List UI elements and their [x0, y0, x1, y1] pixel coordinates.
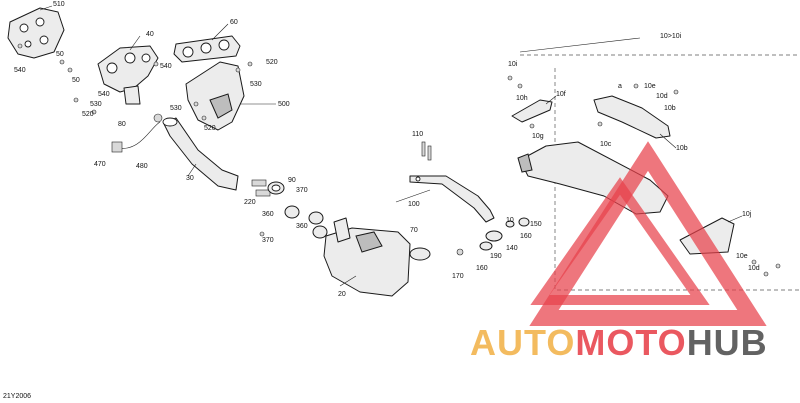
callout-10d: 10d — [656, 93, 668, 100]
bracket-100 — [409, 175, 495, 223]
callout-30: 30 — [186, 175, 194, 182]
washer-160 — [518, 217, 530, 227]
manifold-heat-shield-500 — [185, 61, 245, 131]
gasket-60 — [173, 35, 241, 63]
callout-10i: 10i — [508, 61, 518, 68]
callout-110: 110 — [412, 131, 423, 138]
callout-10: 10 — [506, 217, 514, 224]
leader-lines — [39, 5, 743, 287]
watermark-auto: AUTO — [470, 322, 576, 363]
callout-100: 100 — [408, 201, 420, 208]
callout-530: 530 — [170, 105, 182, 112]
callout-10j: 10j — [742, 211, 752, 218]
callout-10b: 10b — [676, 145, 688, 152]
callout-480: 480 — [136, 163, 148, 170]
watermark-text: AUTOMOTOHUB — [470, 322, 768, 364]
assembly-boundary-line — [520, 54, 800, 291]
callout-70: 70 — [410, 227, 418, 234]
callout-360: 360 — [262, 211, 274, 218]
callout-10h: 10h — [516, 95, 528, 102]
callout-540: 540 — [98, 91, 110, 98]
callout-10c: 10c — [600, 141, 612, 148]
callout-10e: 10e — [644, 83, 656, 90]
callout-370: 370 — [262, 237, 274, 244]
oxygen-sensor-480 — [111, 113, 163, 153]
grommet-140 — [479, 230, 503, 251]
callout-170: 170 — [452, 273, 464, 280]
callout-160: 160 — [520, 233, 532, 240]
callout-190: 190 — [490, 253, 502, 260]
callout-360: 360 — [296, 223, 308, 230]
callout-520: 520 — [266, 59, 278, 66]
heat-shield-10b — [593, 95, 671, 139]
rubber-mount-360 — [284, 205, 328, 239]
clamp-220 — [251, 179, 271, 197]
watermark-moto: MOTO — [575, 322, 687, 363]
callout-80: 80 — [118, 121, 126, 128]
callout-470: 470 — [94, 161, 106, 168]
callout-10b: 10b — [664, 105, 676, 112]
watermark-logo — [529, 141, 767, 326]
callout-510: 510 — [53, 1, 65, 8]
callout-140: 140 — [506, 245, 518, 252]
callout-150: 150 — [530, 221, 542, 228]
callout-10f: 10f — [556, 91, 566, 98]
fastener-group — [17, 43, 781, 277]
callout-520: 520 — [82, 111, 94, 118]
callout-a: a — [618, 83, 622, 90]
clamp-70 — [409, 247, 431, 261]
callout-60: 60 — [230, 19, 238, 26]
callout-530: 530 — [250, 81, 262, 88]
callout-160: 160 — [476, 265, 488, 272]
callout-10g: 10g — [532, 133, 544, 140]
diagram-reference-code: 21Y2006 — [3, 393, 32, 400]
watermark-hub: HUB — [686, 322, 768, 363]
callout-10d: 10d — [748, 265, 760, 272]
callout-540: 540 — [14, 67, 26, 74]
callout-50: 50 — [56, 51, 64, 58]
callout-540: 540 — [160, 63, 172, 70]
callout-10e: 10e — [736, 253, 748, 260]
muffler-20 — [323, 217, 411, 297]
callout-50: 50 — [72, 77, 80, 84]
nut-170 — [456, 248, 464, 256]
exhaust-manifold-40 — [97, 45, 159, 105]
callout-530: 530 — [90, 101, 102, 108]
callout-40: 40 — [146, 31, 154, 38]
callout-520: 520 — [204, 125, 216, 132]
callout-90: 90 — [288, 177, 296, 184]
callout-500: 500 — [278, 101, 290, 108]
callout-20: 20 — [338, 291, 346, 298]
heat-shield-10f — [511, 99, 553, 123]
callout-220: 220 — [244, 199, 256, 206]
callout-10-group: 10>10i — [660, 33, 682, 40]
callout-labels: 510 540 50 50 40 60 540 520 530 540 530 … — [14, 1, 760, 298]
callout-370: 370 — [296, 187, 308, 194]
seal-ring-90 — [267, 181, 285, 195]
washer-150 — [505, 220, 515, 228]
exhaust-pipe-30 — [162, 117, 239, 191]
bolt-110 — [421, 141, 432, 161]
